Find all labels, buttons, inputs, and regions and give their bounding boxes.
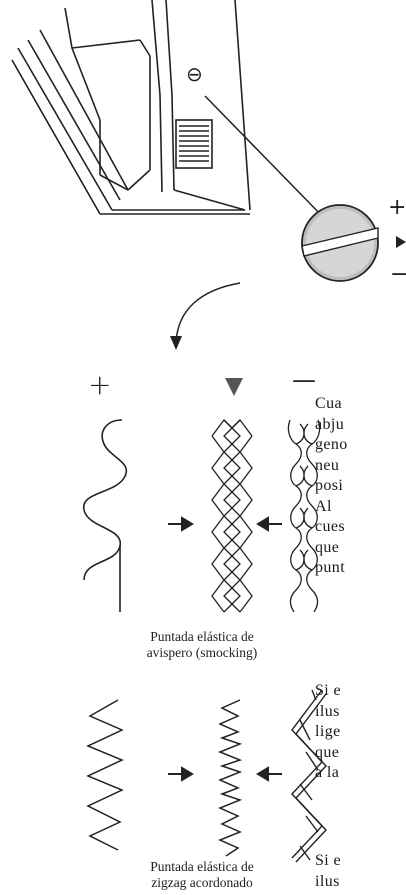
paragraph-1-line: punt — [315, 559, 346, 576]
paragraph-1: Cua abju geno neu posi Al cues que punt — [315, 394, 406, 579]
caption-smocking: Puntada elástica de avispero (smocking) — [112, 629, 292, 661]
caption-smocking-line-2: avispero (smocking) — [146, 645, 258, 660]
paragraph-2-line: Si e — [315, 682, 342, 699]
caption-zigzag-line-2: zigzag acordonado — [151, 875, 253, 890]
paragraph-2-line: ilus — [315, 702, 340, 720]
minus-circle-icon: ⊖ — [186, 62, 203, 86]
minus-sign-right: − — [390, 262, 406, 287]
paragraph-1-line: Cua — [315, 395, 342, 412]
paragraph-3-line: ilus — [315, 872, 340, 890]
minus-sign-top: — — [292, 366, 316, 394]
plus-sign-top: + — [88, 368, 112, 401]
paragraph-3-line: Si e — [315, 852, 342, 869]
paragraph-1-line: cues — [315, 518, 346, 535]
paragraph-1-line: posi — [315, 477, 344, 494]
paragraph-3: Si e ilus — [315, 851, 406, 892]
caption-zigzag-line-1: Puntada elástica de — [150, 859, 254, 874]
caption-zigzag: Puntada elástica de zigzag acordonado — [112, 859, 292, 891]
paragraph-1-line: Al — [315, 497, 332, 515]
paragraph-1-line: geno — [315, 436, 348, 453]
paragraph-2-line: que — [315, 743, 340, 761]
paragraph-1-line: abju — [315, 415, 345, 433]
paragraph-1-line: que — [315, 538, 340, 556]
paragraph-1-line: neu — [315, 456, 340, 474]
paragraph-2: Si e ilus lige que a la — [315, 681, 406, 784]
caption-smocking-line-1: Puntada elástica de — [150, 629, 254, 644]
paragraph-2-line: lige — [315, 723, 341, 740]
paragraph-2-line: a la — [315, 764, 340, 781]
plus-sign-right: + — [388, 195, 406, 220]
